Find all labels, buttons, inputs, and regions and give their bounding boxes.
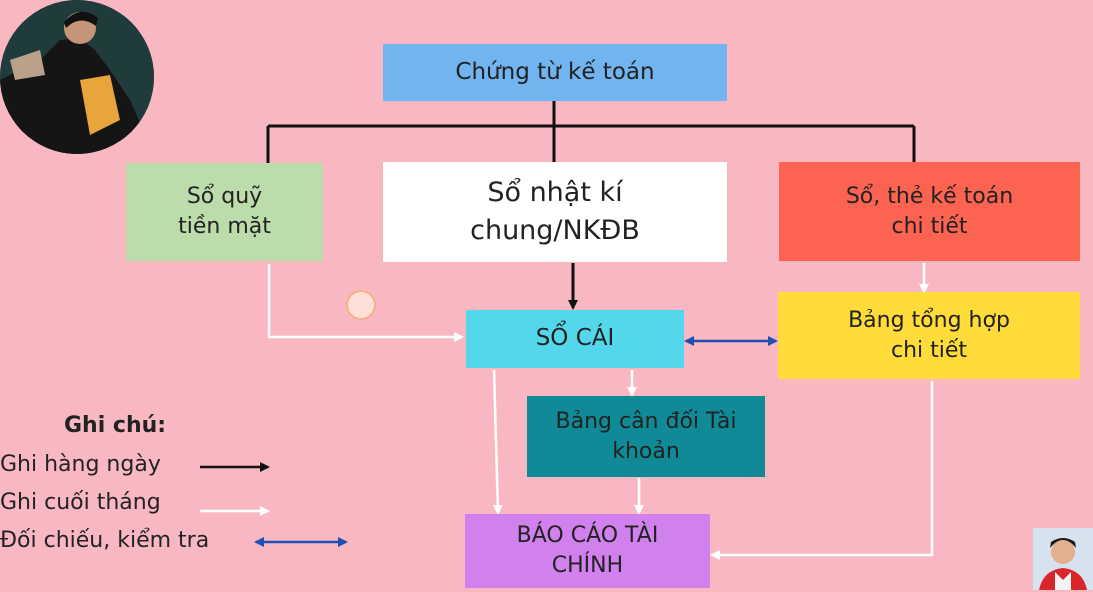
- node-bao-cao-label: BÁO CÁO TÀI CHÍNH: [516, 523, 659, 578]
- node-bang-can-doi: Bảng cân đối Tài khoản: [527, 396, 765, 477]
- presenter-photo: [0, 0, 154, 154]
- node-bang-tong-hop: Bảng tổng hợp chi tiết: [778, 292, 1080, 379]
- node-chung-tu-label: Chứng từ kế toán: [455, 58, 655, 85]
- legend-check: Đối chiếu, kiểm tra: [0, 528, 210, 553]
- arrow-socai-to-baocao: [492, 369, 503, 515]
- node-so-quy: Sổ quỹ tiền mặt: [126, 163, 323, 261]
- small-presenter-photo: [1033, 528, 1093, 590]
- legend-month-end: Ghi cuối tháng: [0, 490, 161, 515]
- node-so-quy-label: Sổ quỹ tiền mặt: [178, 184, 271, 239]
- cursor-highlight: [346, 290, 376, 320]
- legend-title: Ghi chú:: [64, 413, 167, 438]
- node-so-nhat-ki-label: Sổ nhật kí chung/NKĐB: [470, 177, 640, 246]
- node-so-the-label: Sổ, thẻ kế toán chi tiết: [845, 183, 1014, 239]
- arrow-tonghop-to-baocao: [710, 381, 934, 560]
- node-bang-tong-hop-label: Bảng tổng hợp chi tiết: [848, 307, 1010, 363]
- month-end-arrows: [267, 263, 934, 560]
- legend-daily: Ghi hàng ngày: [0, 452, 161, 477]
- node-so-the: Sổ, thẻ kế toán chi tiết: [779, 162, 1080, 261]
- arrow-soquy-to-socai: [267, 264, 464, 342]
- node-so-cai: SỔ CÁI: [466, 310, 684, 368]
- node-so-nhat-ki: Sổ nhật kí chung/NKĐB: [383, 162, 727, 262]
- node-chung-tu: Chứng từ kế toán: [383, 44, 727, 101]
- node-so-cai-label: SỔ CÁI: [535, 325, 615, 352]
- node-bao-cao: BÁO CÁO TÀI CHÍNH: [465, 514, 710, 588]
- node-bang-can-doi-label: Bảng cân đối Tài khoản: [555, 408, 737, 464]
